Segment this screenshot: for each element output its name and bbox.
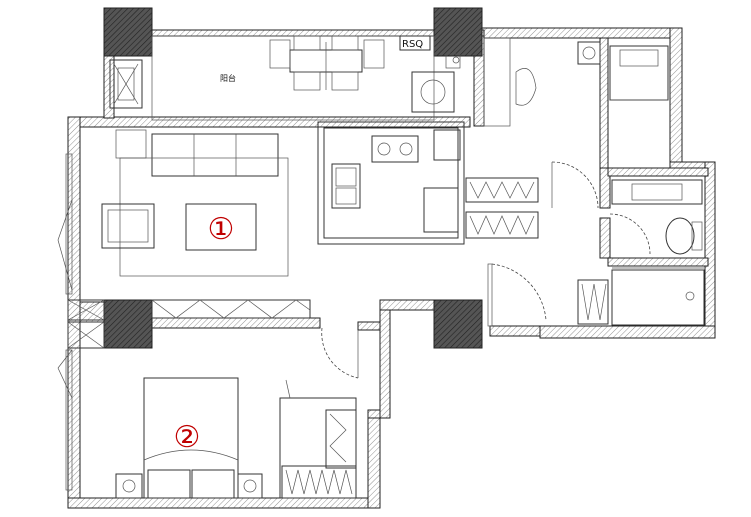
bathroom <box>611 179 704 301</box>
bedroom-top-right <box>515 41 669 106</box>
interior-walls <box>79 37 709 331</box>
balcony-area <box>109 35 511 127</box>
living-room <box>57 129 311 349</box>
bedroom-bottom-left <box>57 327 359 499</box>
room-1-marker: ① <box>208 212 235 247</box>
room-2-marker: ② <box>174 420 201 455</box>
balcony-label: 阳台 <box>220 73 236 83</box>
outer-walls <box>67 27 716 509</box>
kitchen <box>331 129 461 233</box>
rsq-label: RSQ <box>402 39 423 50</box>
hallway-storage <box>465 161 651 327</box>
structural-columns <box>103 7 483 349</box>
